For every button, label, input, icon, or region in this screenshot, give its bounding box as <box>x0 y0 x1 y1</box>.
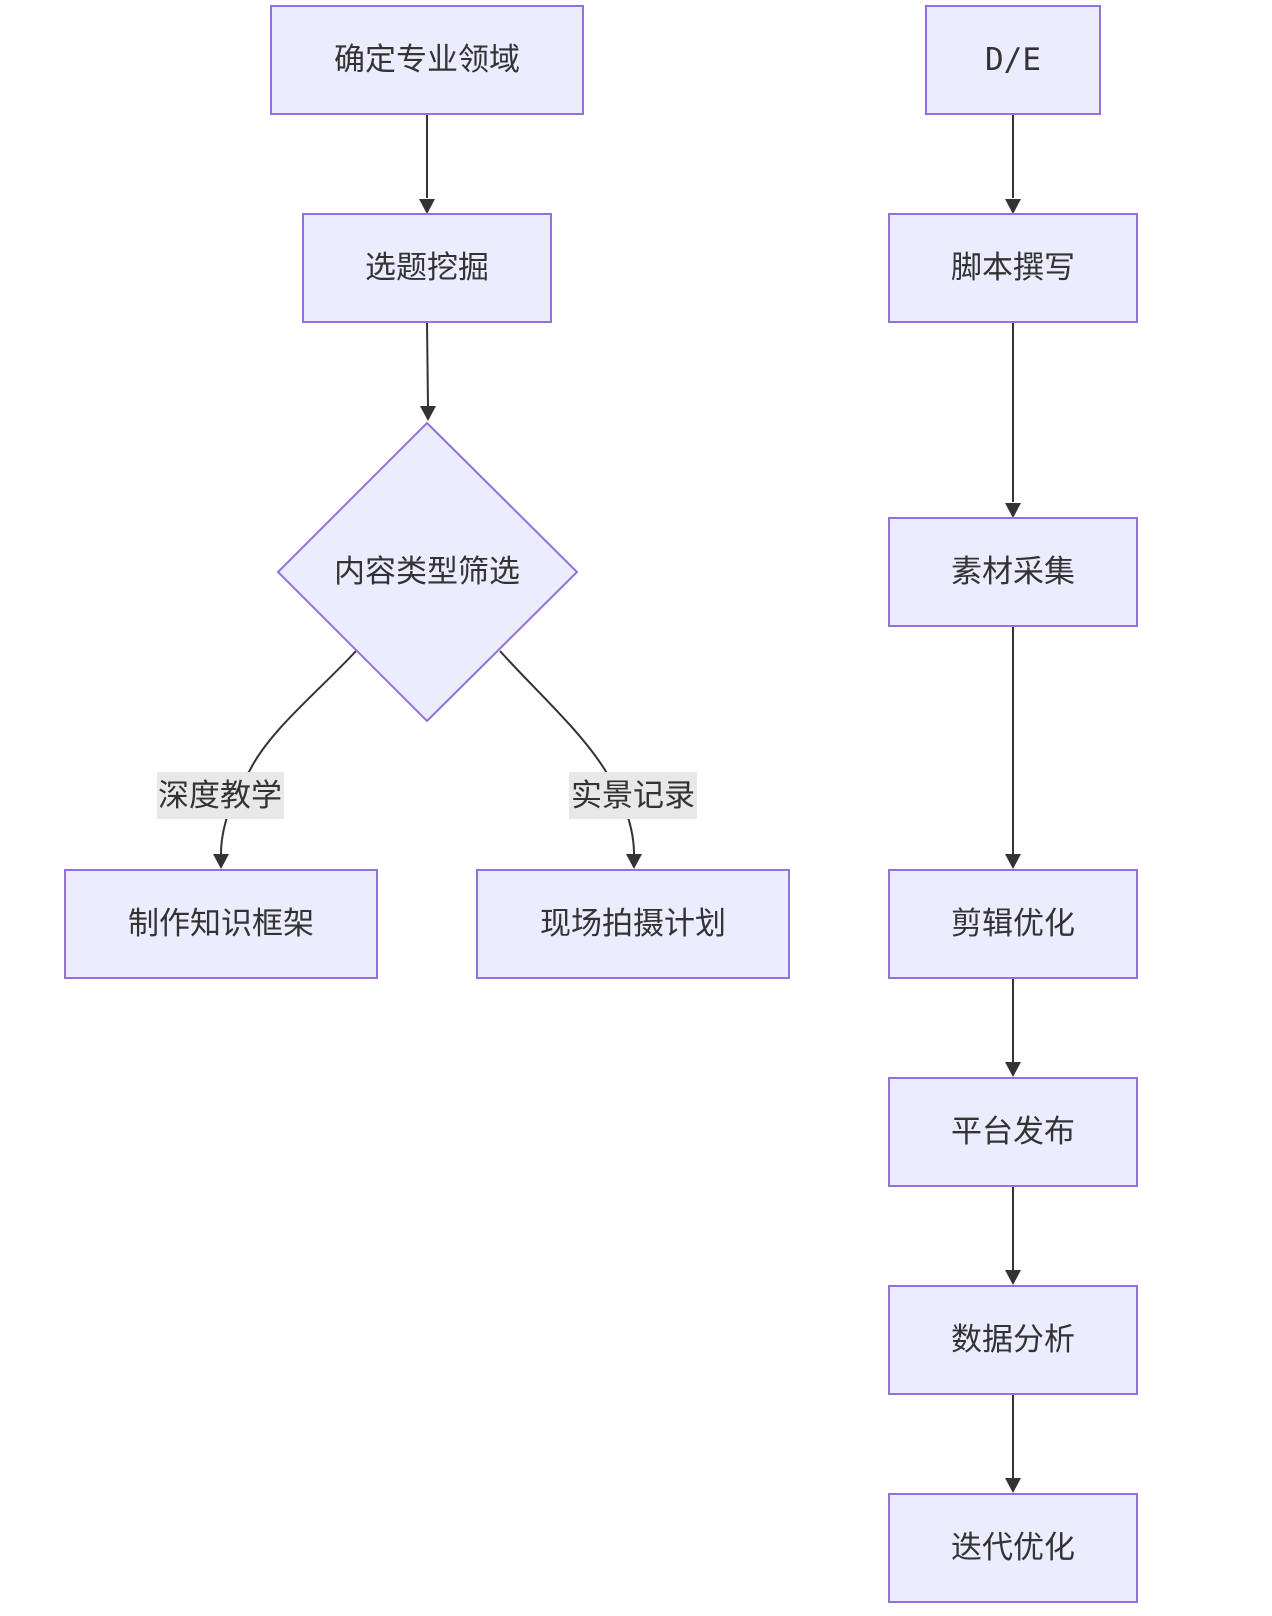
edge-script-to-material <box>1005 323 1021 518</box>
arrowhead-icon <box>1005 1062 1021 1077</box>
node-label: 制作知识框架 <box>128 906 314 942</box>
arrowhead-icon <box>420 406 436 421</box>
node-material[interactable]: 素材采集 <box>888 517 1138 627</box>
arrowhead-icon <box>626 854 642 869</box>
edge-topic-to-filter <box>420 322 436 421</box>
edge-label-deep-teaching: 深度教学 <box>157 772 284 819</box>
node-filter-decision[interactable]: 内容类型筛选 <box>276 421 579 723</box>
edge-material-to-edit <box>1005 627 1021 869</box>
node-topic[interactable]: 选题挖掘 <box>302 213 552 323</box>
node-label: 数据分析 <box>951 1322 1075 1358</box>
node-label: 确定专业领域 <box>334 42 520 78</box>
edge-domain-to-topic <box>419 115 435 214</box>
arrowhead-icon <box>1005 503 1021 518</box>
node-publish[interactable]: 平台发布 <box>888 1077 1138 1187</box>
node-label: 现场拍摄计划 <box>540 906 726 942</box>
arrowhead-icon <box>1005 199 1021 214</box>
edge-publish-to-analysis <box>1005 1187 1021 1285</box>
edge-filter-to-framework <box>213 650 357 869</box>
edge-analysis-to-iterate <box>1005 1395 1021 1493</box>
arrowhead-icon <box>213 854 229 869</box>
node-shoot-plan[interactable]: 现场拍摄计划 <box>476 869 790 979</box>
edge-filter-to-shoot-plan <box>499 650 642 869</box>
node-label: 迭代优化 <box>951 1530 1075 1566</box>
node-framework[interactable]: 制作知识框架 <box>64 869 378 979</box>
edge-de-to-script <box>1005 115 1021 214</box>
node-analysis[interactable]: 数据分析 <box>888 1285 1138 1395</box>
edge-label-live-record: 实景记录 <box>569 772 697 819</box>
node-edit[interactable]: 剪辑优化 <box>888 869 1138 979</box>
arrowhead-icon <box>1005 1478 1021 1493</box>
node-domain[interactable]: 确定专业领域 <box>270 5 584 115</box>
node-label: 内容类型筛选 <box>334 554 520 590</box>
node-label: 平台发布 <box>951 1114 1075 1150</box>
node-label: 素材采集 <box>951 554 1075 590</box>
edge-edit-to-publish <box>1005 979 1021 1077</box>
node-iterate[interactable]: 迭代优化 <box>888 1493 1138 1603</box>
edge-label-text: 深度教学 <box>158 778 282 814</box>
node-label: 选题挖掘 <box>365 250 489 286</box>
arrowhead-icon <box>419 199 435 214</box>
node-label: D/E <box>985 42 1041 78</box>
arrowhead-icon <box>1005 854 1021 869</box>
node-de[interactable]: D/E <box>925 5 1101 115</box>
node-script[interactable]: 脚本撰写 <box>888 213 1138 323</box>
arrowhead-icon <box>1005 1270 1021 1285</box>
edge-label-text: 实景记录 <box>571 778 695 814</box>
node-label: 剪辑优化 <box>951 906 1075 942</box>
node-label: 脚本撰写 <box>951 250 1075 286</box>
